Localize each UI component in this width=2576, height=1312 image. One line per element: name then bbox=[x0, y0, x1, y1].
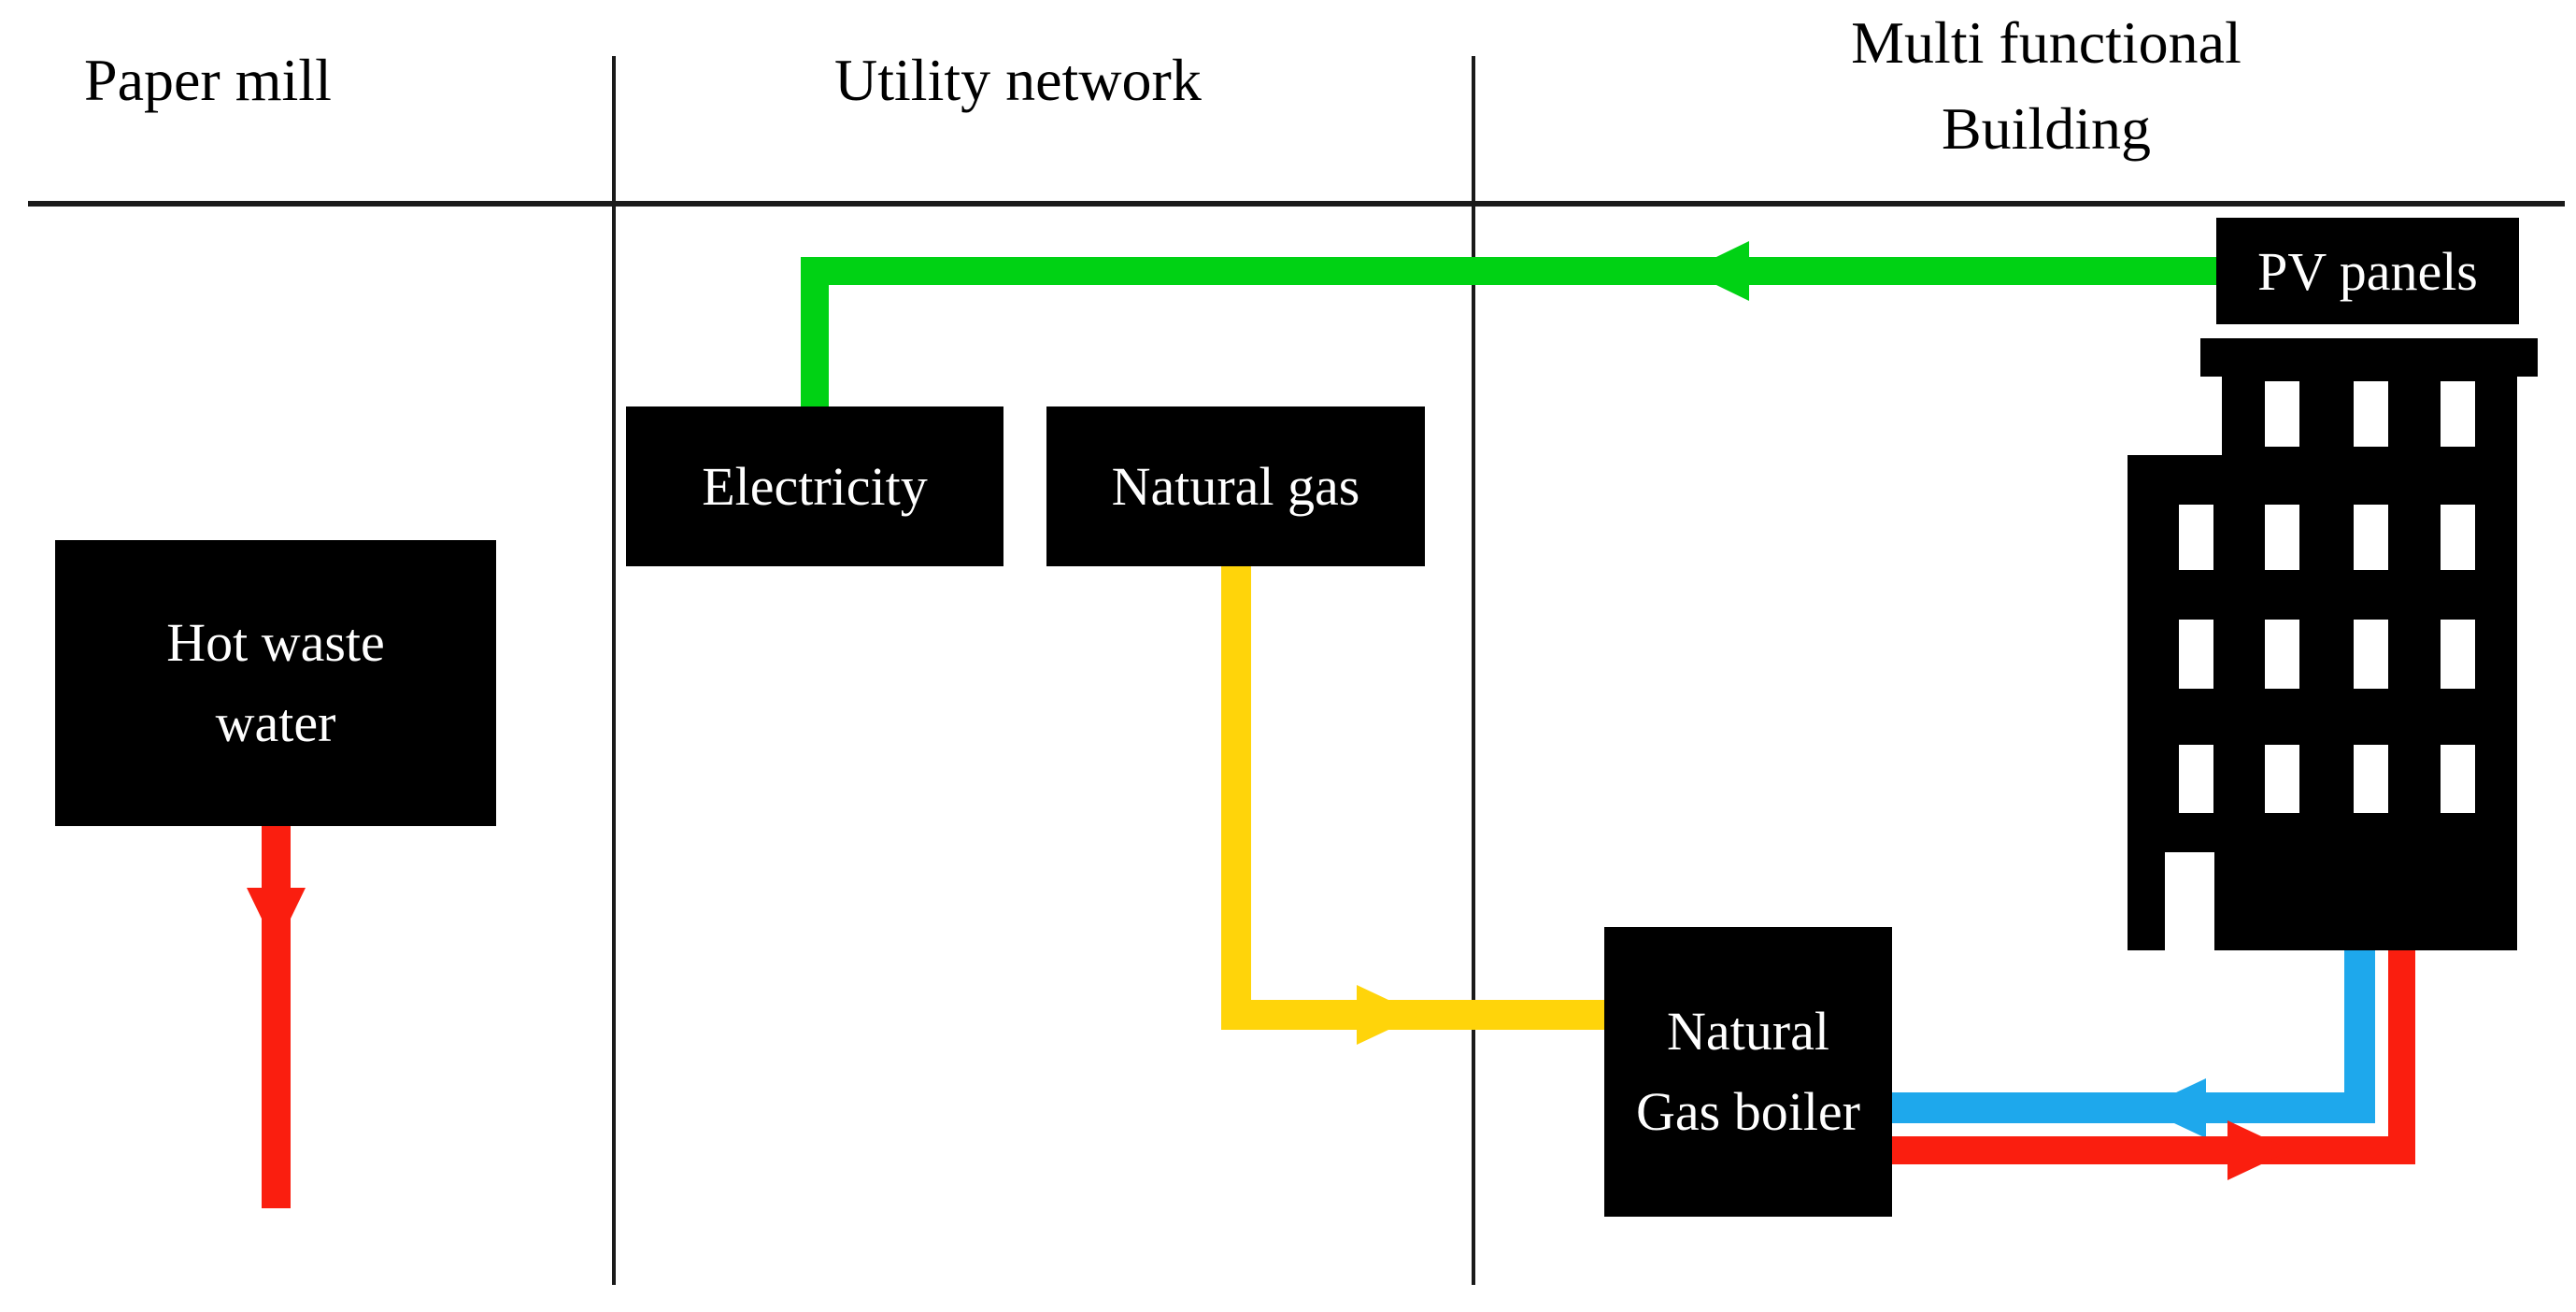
gas-boiler-label-line2: Gas boiler bbox=[1636, 1081, 1860, 1142]
arrow-left-icon bbox=[2142, 1078, 2206, 1138]
supply-flow-horizontal bbox=[1883, 1136, 2415, 1164]
arrow-left-glyph bbox=[2142, 1078, 2206, 1138]
arrow-right-icon bbox=[1357, 985, 1420, 1045]
hot-waste-water-label-line2: water bbox=[215, 692, 336, 753]
building-windows bbox=[2165, 381, 2475, 950]
gas-flow-vertical bbox=[1221, 557, 1251, 1030]
waste-heat-flow-vertical bbox=[262, 826, 291, 1208]
paper-mill-header: Paper mill bbox=[84, 47, 332, 113]
building-icon bbox=[2128, 338, 2538, 950]
return-flow-horizontal bbox=[1883, 1092, 2375, 1123]
gas-boiler-label-line1: Natural bbox=[1667, 1001, 1829, 1062]
building-header-line2: Building bbox=[1941, 95, 2152, 162]
arrow-left-glyph bbox=[1687, 241, 1749, 301]
pv-electricity-flow-horizontal bbox=[801, 257, 2224, 285]
natural-gas-node: Natural gas bbox=[1046, 406, 1425, 566]
arrow-right-glyph bbox=[2227, 1120, 2291, 1180]
header-rule bbox=[28, 201, 2565, 207]
utility-network-header: Utility network bbox=[834, 47, 1202, 113]
arrow-right-icon bbox=[2227, 1120, 2291, 1180]
gas-boiler-node: Natural Gas boiler bbox=[1604, 927, 1892, 1217]
building-header-line1: Multi functional bbox=[1851, 9, 2242, 76]
arrow-right-glyph bbox=[1357, 985, 1420, 1045]
column-divider-1 bbox=[612, 56, 616, 1285]
building-header: Multi functional Building bbox=[1752, 0, 2341, 172]
natural-gas-label: Natural gas bbox=[1111, 456, 1360, 517]
pv-panels-label: PV panels bbox=[2257, 240, 2478, 302]
pv-electricity-flow-vertical bbox=[801, 257, 829, 406]
electricity-label: Electricity bbox=[702, 456, 928, 517]
building-door bbox=[2165, 852, 2214, 950]
electricity-node: Electricity bbox=[626, 406, 1003, 566]
supply-flow-vertical bbox=[2388, 944, 2415, 1164]
hot-waste-water-node: Hot waste water bbox=[55, 540, 496, 826]
arrow-left-icon bbox=[1687, 241, 1749, 301]
arrow-down-glyph bbox=[247, 888, 306, 948]
column-divider-2 bbox=[1472, 56, 1475, 1285]
hot-waste-water-label-line1: Hot waste bbox=[166, 612, 385, 673]
pv-panels-node: PV panels bbox=[2216, 218, 2519, 324]
arrow-down-icon bbox=[247, 888, 306, 948]
